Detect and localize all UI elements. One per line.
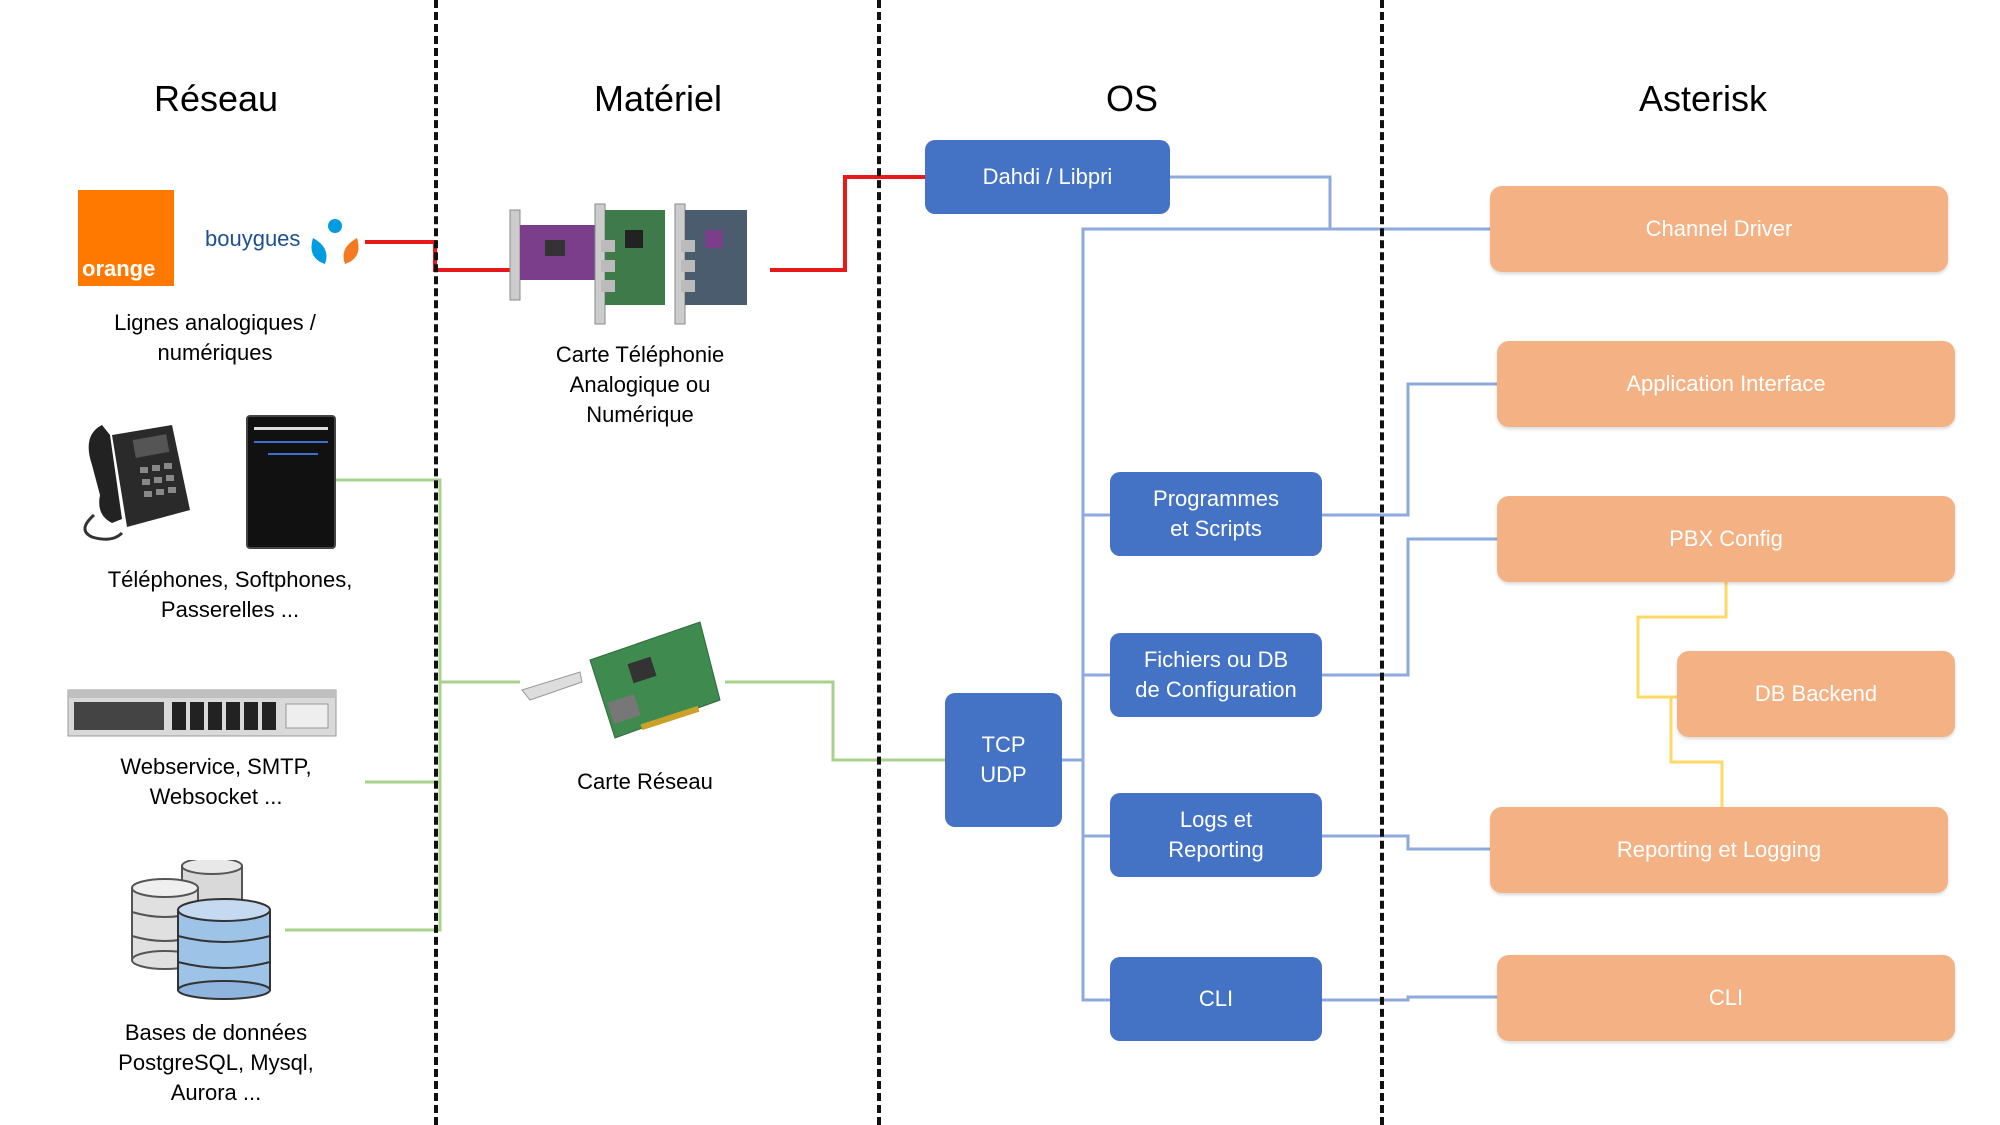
blue-line-os-bus <box>1081 227 1490 1002</box>
lines-caption: Lignes analogiques / numériques <box>114 310 316 365</box>
telephony-card-caption: Carte Téléphonie Analogique ou Numérique <box>555 342 725 427</box>
yellow-connectors <box>1636 582 1728 807</box>
config-files-box: Fichiers ou DB de Configuration <box>1110 633 1322 717</box>
blue-line-cli-to-cli <box>1320 995 1497 1002</box>
green-line-phones <box>285 478 442 932</box>
pbx-config-box: PBX Config <box>1497 496 1955 582</box>
web-caption: Webservice, SMTP, Websocket ... <box>120 754 312 809</box>
divider-network-hardware <box>434 0 438 1125</box>
telephony-cards-icon <box>509 203 747 325</box>
divider-os-asterisk <box>1380 0 1384 1125</box>
yellow-line-db-to-reporting <box>1669 695 1724 807</box>
column-title-os: OS <box>1105 78 1158 119</box>
phones-caption: Téléphones, Softphones, Passerelles ... <box>107 567 353 622</box>
blue-line-dahdi <box>1168 175 1490 231</box>
red-line-card-to-dahdi <box>770 175 925 272</box>
db-caption: Bases de données PostgreSQL, Mysql, Auro… <box>118 1020 314 1105</box>
bouygues-logo: bouygues <box>205 218 365 268</box>
desk-phone-icon <box>83 425 190 541</box>
blue-line-config-to-pbx <box>1320 537 1497 677</box>
column-title-hardware: Matériel <box>593 78 723 119</box>
blue-connectors <box>1060 175 1497 1002</box>
dahdi-libpri-box: Dahdi / Libpri <box>925 140 1170 214</box>
bouygues-symbol-icon <box>311 219 359 264</box>
softphone-device-icon <box>246 415 336 549</box>
os-cli-box: CLI <box>1110 957 1322 1041</box>
network-card-caption: Carte Réseau <box>577 769 713 794</box>
bouygues-logo-text: bouygues <box>205 226 301 251</box>
green-line-card-to-tcp <box>725 680 945 762</box>
db-front-cylinder <box>177 898 271 1000</box>
tcp-udp-box: TCP UDP <box>945 693 1062 827</box>
blue-line-logs-to-reporting <box>1320 834 1490 851</box>
asterisk-cli-box: CLI <box>1497 955 1955 1041</box>
divider-hardware-os <box>877 0 881 1125</box>
channel-driver-box: Channel Driver <box>1490 186 1948 272</box>
yellow-line-pbx-to-db <box>1636 582 1728 699</box>
database-icon <box>131 860 271 1000</box>
db-backend-box: DB Backend <box>1677 651 1955 737</box>
reporting-logging-box: Reporting et Logging <box>1490 807 1948 893</box>
column-title-network: Réseau <box>153 78 279 119</box>
server-icon <box>67 689 337 737</box>
telephony-card-2 <box>594 203 665 325</box>
orange-logo: orange <box>78 190 174 286</box>
column-title-asterisk: Asterisk <box>1638 78 1768 119</box>
application-interface-box: Application Interface <box>1497 341 1955 427</box>
network-card-icon <box>521 621 721 739</box>
orange-logo-text: orange <box>82 256 156 281</box>
green-connectors <box>285 478 945 932</box>
telephony-card-1 <box>509 209 600 301</box>
blue-line-programs-to-app <box>1320 382 1497 517</box>
logs-reporting-box: Logs et Reporting <box>1110 793 1322 877</box>
programs-scripts-box: Programmes et Scripts <box>1110 472 1322 556</box>
telephony-card-3 <box>674 203 747 325</box>
